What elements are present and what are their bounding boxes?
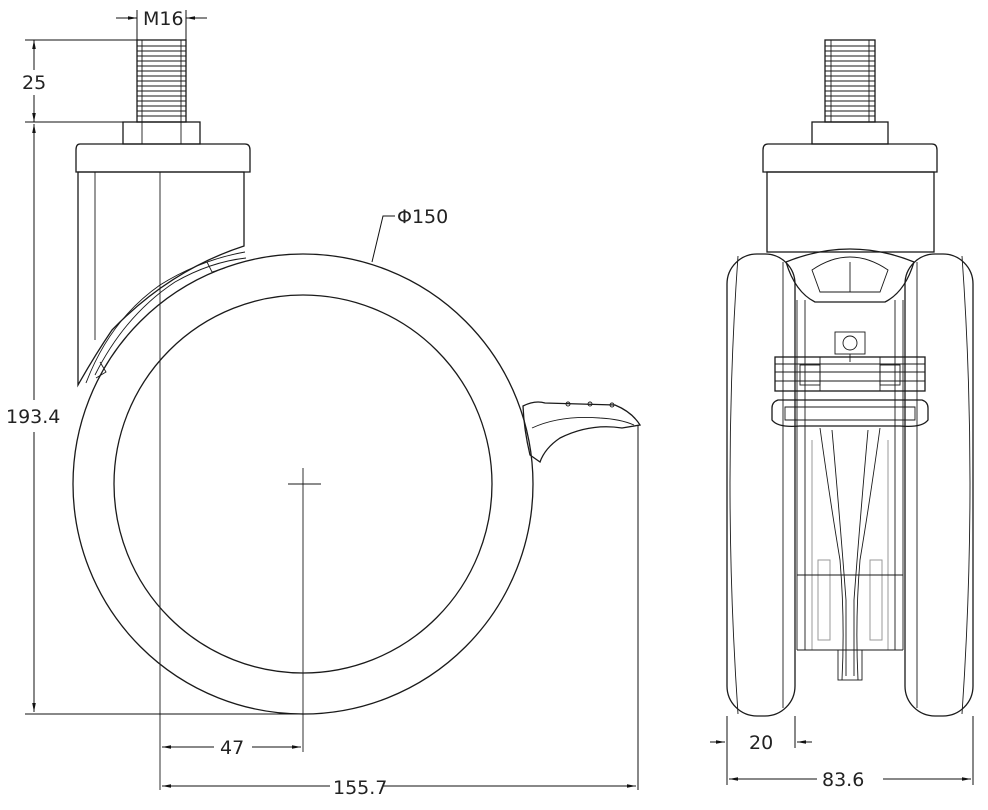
nut-side — [122, 121, 201, 145]
dim-thread-size: M16 — [143, 8, 184, 30]
top-plate-side — [75, 143, 251, 173]
threaded-stem-front — [824, 39, 876, 123]
axle-cap — [785, 248, 915, 303]
swivel-housing — [77, 171, 245, 388]
nut-front — [811, 121, 889, 145]
brake-pedal[interactable] — [522, 401, 642, 464]
side-view — [72, 39, 642, 790]
threaded-stem-side — [136, 39, 187, 123]
front-view — [726, 39, 974, 717]
top-plate-front — [762, 143, 938, 173]
dim-wheel-diameter: Φ150 — [397, 206, 448, 228]
dim-overall-width: 83.6 — [822, 769, 864, 791]
side-dimensions: M16 25 193.4 Φ150 47 155.7 — [6, 8, 639, 799]
left-wheel — [726, 253, 796, 717]
dim-swivel-offset: 47 — [220, 737, 244, 759]
dim-tread-width: 20 — [749, 732, 773, 754]
brake-pedal-front[interactable] — [771, 399, 929, 428]
right-wheel — [904, 253, 974, 717]
front-dimensions: 20 83.6 — [710, 716, 974, 791]
brake-mechanism — [771, 300, 929, 681]
dim-overall-height: 193.4 — [6, 406, 60, 428]
dim-stem-length: 25 — [22, 72, 46, 94]
dim-overall-length: 155.7 — [333, 777, 387, 799]
